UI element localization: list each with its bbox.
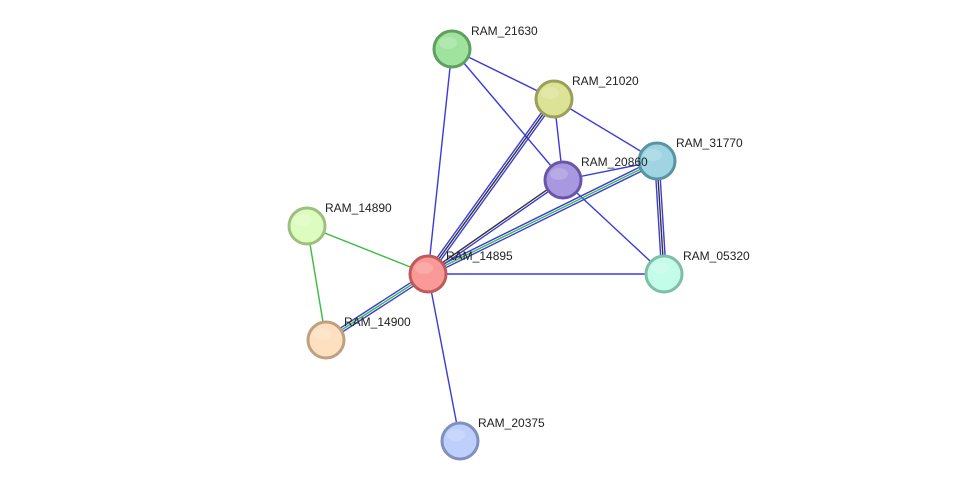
edge-RAM_21630-RAM_20860 [451, 48, 564, 181]
node-circle[interactable] [408, 254, 448, 294]
node-RAM_21020[interactable]: RAM_21020 [534, 74, 639, 119]
node-label: RAM_31770 [676, 136, 743, 150]
edge-line [451, 48, 564, 181]
node-RAM_14895[interactable]: RAM_14895 [408, 249, 513, 294]
node-circle[interactable] [543, 160, 583, 200]
edge-line [325, 273, 429, 341]
node-highlight [415, 262, 433, 274]
node-RAM_05320[interactable]: RAM_05320 [644, 249, 750, 294]
nodes-layer: RAM_21630RAM_21020RAM_31770RAM_20860RAM_… [287, 24, 750, 461]
node-label: RAM_21020 [572, 74, 639, 88]
node-highlight [644, 149, 662, 161]
edge-line [427, 48, 453, 275]
node-highlight [294, 214, 312, 226]
edge-RAM_20860-RAM_05320 [562, 179, 665, 275]
edges-layer [306, 48, 667, 442]
edge-line [427, 98, 555, 275]
edge-RAM_31770-RAM_14895 [426, 158, 659, 277]
node-circle[interactable] [440, 421, 480, 461]
node-circle[interactable] [644, 254, 684, 294]
node-label: RAM_14900 [344, 315, 411, 329]
node-RAM_20860[interactable]: RAM_20860 [543, 155, 648, 200]
edge-RAM_20860-RAM_14895 [426, 178, 565, 276]
node-circle[interactable] [306, 320, 346, 360]
edge-line [562, 179, 665, 275]
node-RAM_14890[interactable]: RAM_14890 [287, 201, 392, 246]
node-circle[interactable] [432, 29, 472, 69]
edge-line [426, 158, 657, 273]
node-label: RAM_20860 [581, 155, 648, 169]
edge-line [553, 98, 658, 162]
node-circle[interactable] [637, 141, 677, 181]
node-RAM_14900[interactable]: RAM_14900 [306, 315, 411, 360]
edge-line [428, 180, 565, 276]
edge-RAM_14890-RAM_14895 [306, 225, 429, 275]
node-label: RAM_20375 [478, 416, 545, 430]
edge-RAM_14895-RAM_14900 [324, 271, 430, 343]
node-highlight [313, 328, 331, 340]
edge-line [427, 273, 461, 442]
node-circle[interactable] [534, 79, 574, 119]
node-label: RAM_21630 [471, 24, 538, 38]
node-highlight [447, 429, 465, 441]
node-label: RAM_05320 [683, 249, 750, 263]
node-label: RAM_14890 [325, 201, 392, 215]
node-circle[interactable] [287, 206, 327, 246]
node-label: RAM_14895 [446, 249, 513, 263]
edge-RAM_21630-RAM_14895 [427, 48, 453, 275]
edge-line [426, 178, 563, 274]
edge-line [425, 97, 553, 274]
node-highlight [439, 37, 457, 49]
edge-line [429, 99, 557, 276]
node-RAM_21630[interactable]: RAM_21630 [432, 24, 538, 69]
edge-line [427, 160, 658, 275]
node-highlight [550, 168, 568, 180]
edge-line [306, 225, 429, 275]
edge-RAM_14895-RAM_20375 [427, 273, 461, 442]
edge-line [324, 271, 428, 339]
node-RAM_31770[interactable]: RAM_31770 [637, 136, 743, 181]
node-RAM_20375[interactable]: RAM_20375 [440, 416, 545, 461]
node-highlight [651, 262, 669, 274]
edge-line [326, 275, 430, 343]
edge-line [428, 162, 659, 277]
edge-RAM_21020-RAM_31770 [553, 98, 658, 162]
node-highlight [541, 87, 559, 99]
edge-RAM_21020-RAM_14895 [425, 97, 557, 276]
